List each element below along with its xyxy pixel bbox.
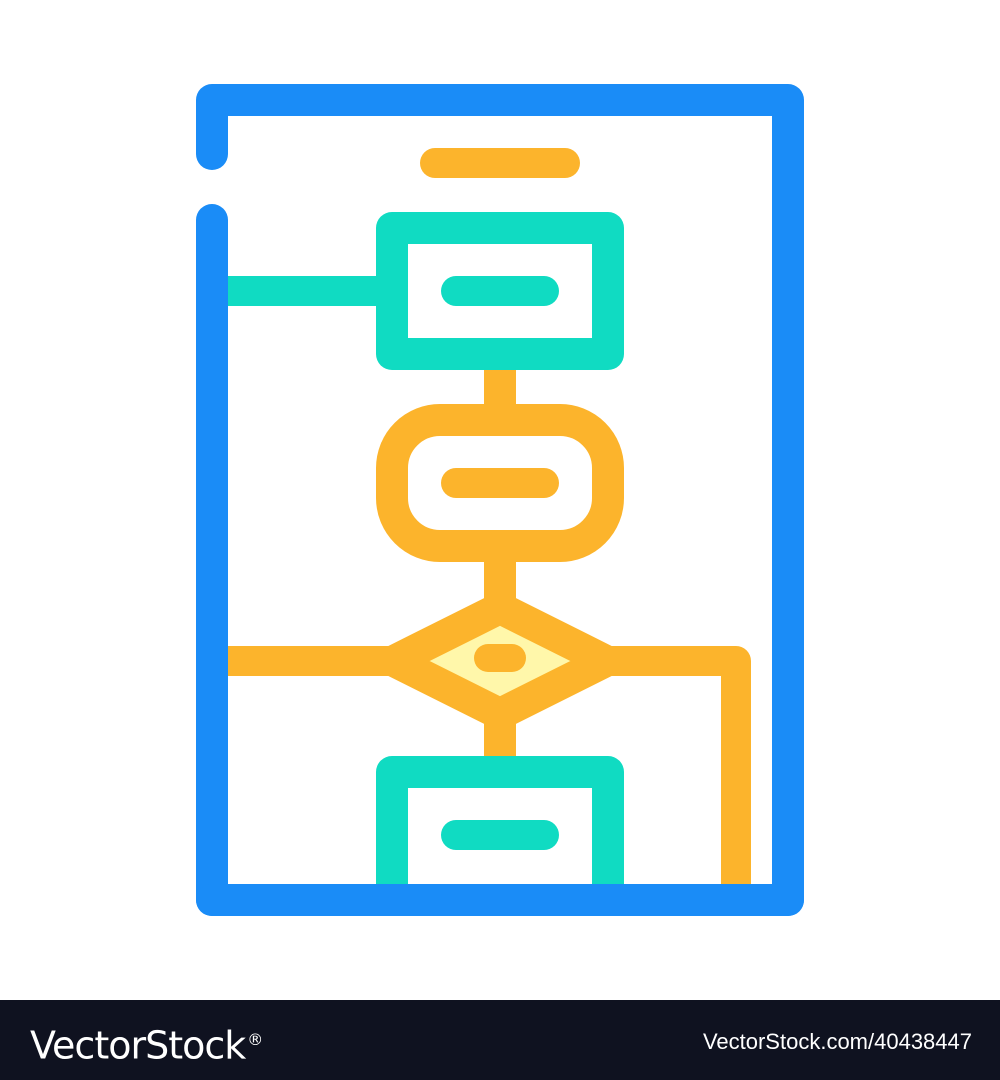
registered-mark: ®: [247, 1030, 263, 1049]
footer-bar: VectorStock® VectorStock.com/40438447: [0, 1000, 1000, 1080]
process-box-top: [376, 212, 624, 370]
flowchart-document-icon: [196, 84, 804, 916]
decision-right-branch: [608, 646, 751, 884]
brand-name: VectorStock: [30, 1023, 246, 1068]
document-frame: [196, 84, 804, 916]
asset-id: VectorStock.com/40438447: [702, 1029, 972, 1054]
process-box-bottom: [376, 756, 624, 884]
icon-canvas: [196, 84, 804, 916]
vectorstock-logo: VectorStock®: [30, 1017, 263, 1069]
process-box-rounded: [376, 404, 624, 562]
